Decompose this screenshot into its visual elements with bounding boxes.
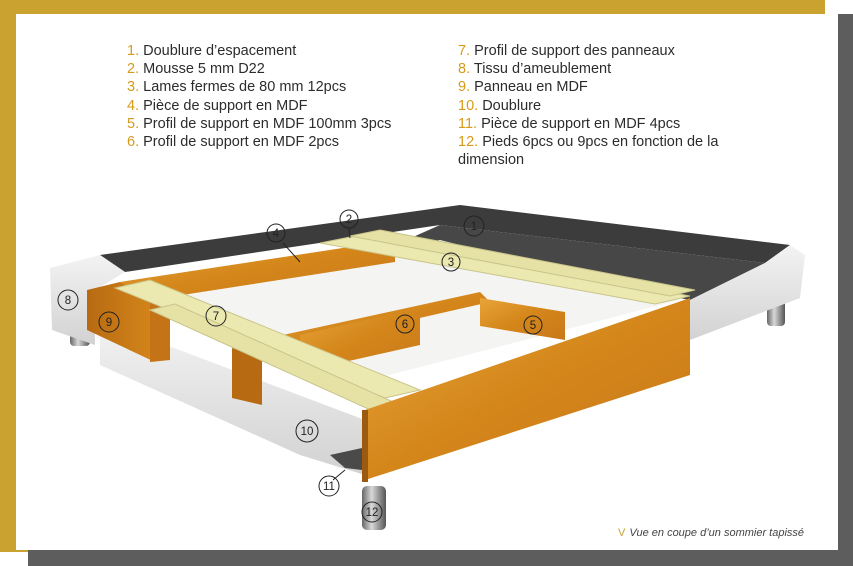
legend-item-2: 2. Mousse 5 mm D22 (127, 61, 265, 78)
callout-11: 11 (318, 475, 340, 497)
svg-text:4: 4 (273, 228, 280, 240)
wood-front-rail (365, 298, 690, 480)
legend-item-11: 11. Pièce de support en MDF 4pcs (458, 115, 681, 132)
legend-left-column: 1. Doublure d’espacement 2. Mousse 5 mm … (127, 42, 391, 151)
svg-text:9: 9 (106, 317, 112, 329)
mdf-panel-left (87, 282, 155, 362)
legend-item-1: 1. Doublure d’espacement (127, 43, 297, 59)
legend-item-3: 3. Lames fermes de 80 mm 12pcs (127, 79, 347, 96)
svg-text:6: 6 (402, 319, 408, 331)
wood-back-rail (120, 240, 395, 300)
top-foam-back (100, 205, 790, 272)
slats-group (113, 229, 696, 413)
callout-5: 5 (523, 315, 543, 335)
callouts: 1 2 3 4 5 6 7 8 9 10 11 12 (57, 209, 543, 523)
mdf-support-piece-11 (330, 448, 362, 470)
wood-rail-edge (362, 410, 368, 482)
svg-text:5: 5 (530, 320, 536, 332)
callout-9: 9 (98, 311, 120, 333)
legend-item-7: 7. Profil de support des panneaux (458, 43, 675, 59)
callout-12: 12 (361, 501, 383, 523)
callout-6: 6 (395, 314, 415, 334)
legend-item-6: 6. Profil de support en MDF 2pcs (127, 134, 339, 151)
svg-text:8: 8 (65, 295, 71, 307)
svg-text:11: 11 (323, 481, 335, 493)
caption-marker: V (618, 527, 626, 539)
top-foam-right (395, 225, 765, 300)
leg-front (362, 486, 386, 530)
caption-text: Vue en coupe d’un sommier tapissé (629, 527, 805, 539)
legend-item-9: 9. Panneau en MDF (458, 79, 588, 96)
svg-text:10: 10 (301, 426, 314, 438)
svg-text:7: 7 (213, 311, 219, 323)
svg-text:3: 3 (448, 257, 454, 269)
svg-text:1: 1 (471, 221, 477, 233)
support-block-left (232, 348, 262, 405)
slat-1 (319, 235, 691, 305)
callout-3: 3 (441, 252, 461, 272)
callout-1: 1 (463, 215, 485, 237)
callout-10: 10 (295, 419, 319, 443)
slat-2 (349, 229, 696, 297)
support-profile-5 (480, 298, 565, 340)
callout-8: 8 (57, 289, 79, 311)
svg-text:12: 12 (366, 507, 379, 519)
callout-4: 4 (266, 223, 286, 243)
legend-item-10: 10. Doublure (458, 97, 542, 114)
legend-item-8: 8. Tissu d’ameublement (458, 61, 612, 78)
callout-7: 7 (205, 305, 227, 327)
legend-right-column: 7. Profil de support des panneaux 8. Tis… (458, 42, 728, 169)
legend-item-5: 5. Profil de support en MDF 100mm 3pcs (127, 115, 392, 132)
svg-text:2: 2 (346, 214, 352, 226)
legend-item-12: 12. Pieds 6pcs ou 9pcs en fonction de la… (458, 134, 719, 169)
legend-item-4: 4. Pièce de support en MDF (127, 97, 308, 114)
fabric-right-side (690, 245, 805, 340)
callout-2: 2 (339, 209, 359, 229)
